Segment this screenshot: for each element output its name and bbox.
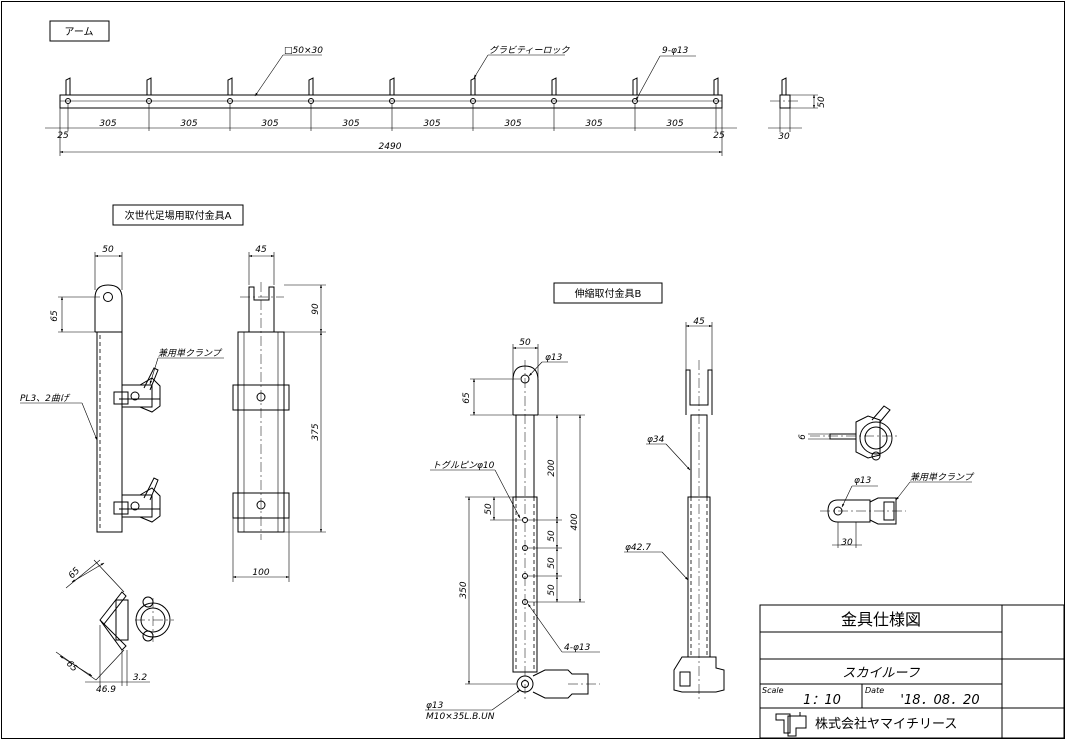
fitting-b-view: 伸縮取付金具B [425,282,725,722]
fitting-b-d200: 200 [547,459,557,476]
fitting-a-diag-a: 65 [67,566,82,581]
title-block-date-label: Date [865,686,884,695]
arm-title-box [49,20,110,42]
svg-text:305: 305 [423,119,440,129]
title-block-scale-label: Scale [762,686,784,695]
svg-text:305: 305 [666,119,683,129]
svg-text:25: 25 [713,131,725,141]
fitting-b-d50a: 50 [484,503,494,515]
fitting-b-holes-note: 4-φ13 [564,643,591,653]
fitting-a-width-front: 50 [102,245,114,255]
arm-holes-note: 9-φ13 [662,46,689,56]
fitting-a-front [20,252,224,533]
arm-view: アーム □50×30 グラビティーロック [45,20,827,156]
fitting-a-clamp-note: 兼用単クランプ [158,348,223,359]
title-block-company: 株式会社ヤマイチリース [815,716,957,732]
fitting-b-hole-top: φ13 [545,353,563,363]
svg-text:305: 305 [99,119,116,129]
fitting-b-bolt-note: M10×35L.B.UN [426,712,495,722]
fitting-a-side-top: 90 [311,303,321,315]
fitting-b-pipe-small: φ34 [647,435,665,445]
svg-text:305: 305 [504,119,521,129]
fitting-b-width-side: 45 [693,317,705,327]
title-block-drawing-title: 金具仕様図 [841,610,921,629]
clamp-detail-hole: φ13 [854,476,872,486]
svg-text:305: 305 [585,119,602,129]
fitting-b-front [425,344,600,711]
fitting-a-plate-note: PL3、2曲げ [20,393,71,404]
fitting-a-width-side: 45 [255,245,267,255]
fitting-a-side-body: 375 [311,423,321,440]
fitting-b-d50d: 50 [547,584,557,596]
fitting-a-view: 次世代足場用取付金具A [20,204,326,695]
fitting-a-title-box [112,204,244,226]
fitting-b-bolt-hole: φ13 [426,701,444,711]
title-block: 金具仕様図 スカイルーフ Scale 1：10 Date '18．08．20 株… [759,604,1065,739]
fitting-b-title: 伸縮取付金具B [575,287,642,300]
fitting-b-pin-note: トグルピンφ10 [432,460,495,471]
fitting-b-side [624,322,725,700]
fitting-a-top-h: 65 [50,310,60,322]
fitting-b-d50c: 50 [547,557,557,569]
fitting-b-width-front: 50 [519,338,531,348]
arm-lock-note: グラビティーロック [489,45,570,56]
fitting-a-base-w: 100 [252,568,269,578]
fitting-b-d400: 400 [570,513,580,530]
arm-end-view [768,77,818,132]
arm-beam [59,94,723,109]
company-logo-icon [775,712,807,737]
arm-holes [65,98,719,104]
fitting-b-d350: 350 [459,581,469,598]
title-block-project: スカイルーフ [842,666,920,681]
arm-end-height: 50 [817,96,827,108]
arm-end-width: 30 [778,132,790,142]
fitting-b-d50b: 50 [547,530,557,542]
svg-text:305: 305 [261,119,278,129]
clamp-detail-top [808,405,900,461]
fitting-b-top-h: 65 [462,392,472,404]
arm-overall-length: 2490 [379,142,402,152]
fitting-b-title-box [553,282,663,304]
clamp-detail-clamp-note: 兼用単クランプ [910,472,975,483]
clamp-detail-view: 6 φ13 兼用単クランプ 30 [798,405,975,548]
fitting-a-bottom-a: 46.9 [96,685,116,695]
fitting-a-side [232,252,326,582]
clamp-detail-width: 30 [841,538,853,548]
clamp-detail-thk: 6 [798,434,808,440]
arm-title: アーム [64,26,93,38]
fitting-a-bottom-b: 3.2 [133,673,148,683]
title-block-scale-value: 1：10 [803,693,841,708]
fitting-b-pipe-large: φ42.7 [625,543,651,553]
title-block-date-value: '18．08．20 [900,693,979,708]
fitting-a-plan [55,559,174,686]
svg-text:305: 305 [342,119,359,129]
arm-lock-tabs [65,77,719,95]
svg-text:25: 25 [57,131,69,141]
arm-section-note: □50×30 [284,46,323,56]
fitting-a-diag-b: 65 [64,659,79,674]
svg-text:305: 305 [180,119,197,129]
fitting-a-title: 次世代足場用取付金具A [125,209,232,222]
clamp-detail-bottom [820,481,972,548]
arm-pitch-labels: 25 305 305 305 305 305 305 305 305 25 [57,119,725,141]
